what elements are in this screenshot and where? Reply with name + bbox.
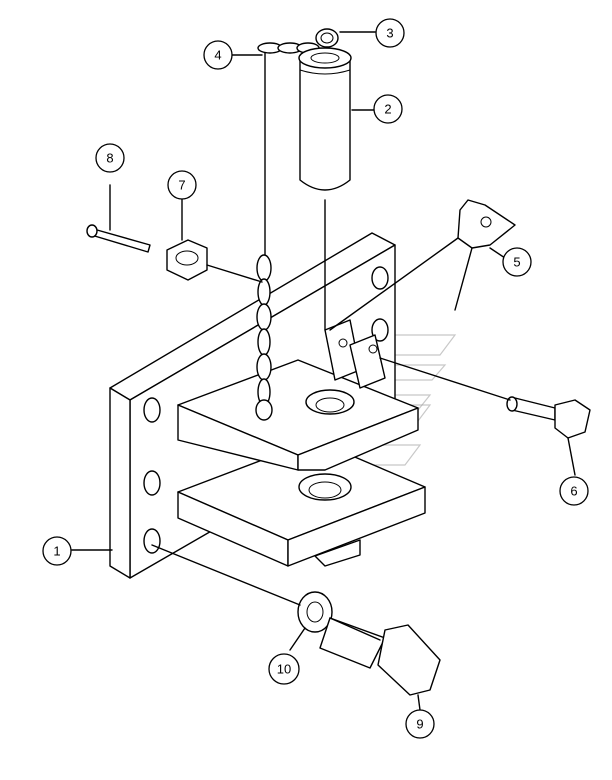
callout-4: 4 xyxy=(203,40,233,70)
svg-text:2: 2 xyxy=(384,102,391,117)
plate-hole-3 xyxy=(143,528,161,554)
washer xyxy=(151,544,333,651)
callout-10: 10 xyxy=(268,653,300,685)
cotter-pin xyxy=(86,184,151,253)
callout-6: 6 xyxy=(559,476,589,506)
pin xyxy=(298,47,376,331)
upper-jaw-block xyxy=(177,319,419,471)
bracket xyxy=(329,199,516,331)
plate-hole-2 xyxy=(143,470,161,496)
svg-text:9: 9 xyxy=(416,717,423,732)
svg-text:6: 6 xyxy=(570,484,577,499)
plate-hole-1 xyxy=(143,397,161,423)
svg-text:8: 8 xyxy=(106,151,113,166)
leader-5 xyxy=(489,247,506,259)
svg-text:1: 1 xyxy=(53,544,60,559)
large-bolt xyxy=(319,617,441,711)
svg-text:3: 3 xyxy=(386,26,393,41)
callout-3: 3 xyxy=(375,18,405,48)
plate-hole-5 xyxy=(371,318,389,342)
callout-5: 5 xyxy=(502,247,532,277)
callout-1: 1 xyxy=(42,536,72,566)
callout-2: 2 xyxy=(373,94,403,124)
svg-text:7: 7 xyxy=(178,178,185,193)
plate-hole-4 xyxy=(371,266,389,290)
callout-7: 7 xyxy=(167,170,197,200)
callout-9: 9 xyxy=(405,709,435,739)
nut xyxy=(166,197,263,283)
small-bolt xyxy=(379,357,591,476)
svg-text:5: 5 xyxy=(513,255,520,270)
svg-text:10: 10 xyxy=(277,662,291,677)
svg-text:4: 4 xyxy=(214,48,221,63)
ring xyxy=(315,28,376,48)
callout-8: 8 xyxy=(95,143,125,173)
